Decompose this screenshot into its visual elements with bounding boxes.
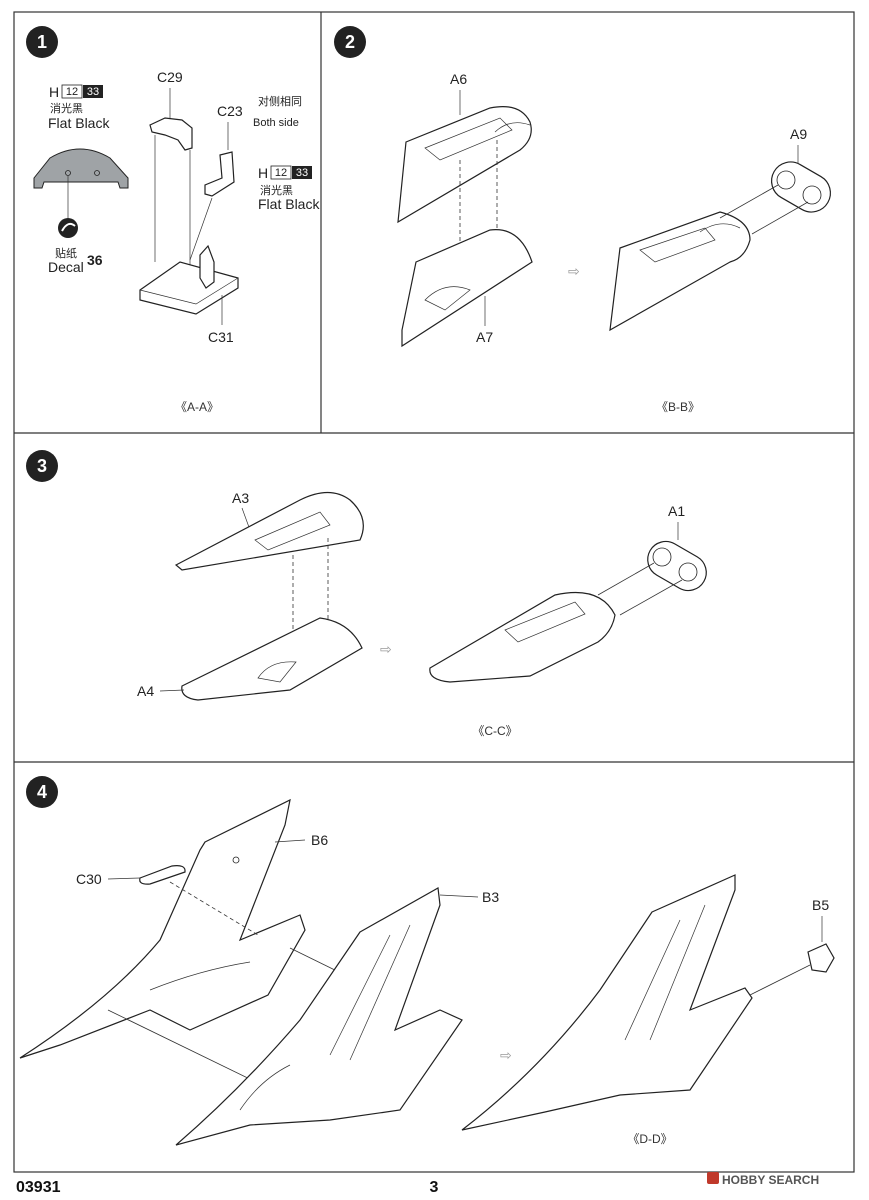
svg-text:贴纸: 贴纸: [55, 246, 77, 260]
step-1-badge: [26, 26, 58, 58]
paint-callout-seat: H 12 33 消光黑 Flat Black: [258, 165, 320, 212]
part-c29: [149, 117, 193, 151]
step-3-number: 3: [37, 456, 47, 476]
step-2-number: 2: [345, 32, 355, 52]
svg-text:C30: C30: [76, 871, 102, 887]
step-4-number: 4: [37, 782, 47, 802]
part-a7: [401, 229, 533, 348]
svg-text:A6: A6: [450, 71, 467, 87]
headrest-part: [33, 148, 129, 189]
svg-text:A3: A3: [232, 490, 249, 506]
step-1-number: 1: [37, 32, 47, 52]
watermark-logo-icon: [707, 1172, 719, 1184]
svg-text:33: 33: [87, 86, 99, 98]
flow-arrow-2: ⇨: [568, 263, 580, 279]
svg-text:A1: A1: [668, 503, 685, 519]
kit-code: 03931: [16, 1179, 61, 1196]
footer: 03931 3 HOBBY SEARCH: [16, 1172, 819, 1196]
part-a1-exhaust: [647, 540, 707, 592]
svg-text:12: 12: [66, 86, 78, 98]
watermark-text: HOBBY SEARCH: [722, 1173, 819, 1187]
step-3-panel: 3 A3 A4 ⇨ A1 《C-C》: [26, 450, 707, 738]
svg-text:B5: B5: [812, 897, 829, 913]
part-b6-fuselage: [19, 798, 306, 1059]
svg-text:Flat Black: Flat Black: [258, 196, 320, 212]
part-c30: [139, 865, 186, 885]
step-2-panel: 2 A6 A7 ⇨ A9 《B-B》: [334, 26, 831, 414]
step-1-caption: 《A-A》: [175, 400, 219, 414]
part-c23-seat: [204, 151, 235, 197]
assembly-c-c: [429, 591, 616, 683]
assembly-b-b: [609, 211, 751, 332]
part-a9-exhaust: [771, 161, 831, 213]
svg-text:B3: B3: [482, 889, 499, 905]
svg-text:C23: C23: [217, 103, 243, 119]
part-a6: [397, 106, 532, 224]
svg-text:A7: A7: [476, 329, 493, 345]
part-a4: [181, 617, 363, 701]
flow-arrow-4: ⇨: [500, 1047, 512, 1063]
svg-text:B6: B6: [311, 832, 328, 848]
svg-text:Flat Black: Flat Black: [48, 115, 110, 131]
svg-text:对侧相同: 对侧相同: [258, 94, 302, 108]
step-2-caption: 《B-B》: [656, 400, 700, 414]
svg-text:A4: A4: [137, 683, 154, 699]
page-number: 3: [430, 1179, 439, 1196]
svg-text:33: 33: [296, 167, 308, 179]
step-4-caption: 《D-D》: [627, 1132, 672, 1146]
paint-callout-top: H 12 33 消光黑 Flat Black: [48, 84, 110, 131]
svg-text:A9: A9: [790, 126, 807, 142]
svg-text:36: 36: [87, 252, 103, 268]
svg-text:H: H: [49, 84, 59, 100]
panel-frames: [13, 11, 855, 1173]
step-1-panel: 1 H 12 33 消光黑 Flat Black 贴纸 Decal 36 C29…: [26, 26, 320, 414]
svg-text:H: H: [258, 165, 268, 181]
svg-text:Decal: Decal: [48, 259, 84, 275]
step-3-caption: 《C-C》: [472, 724, 517, 738]
part-c31-floor: [139, 261, 239, 315]
svg-text:消光黑: 消光黑: [50, 101, 83, 115]
flow-arrow-3: ⇨: [380, 641, 392, 657]
svg-text:消光黑: 消光黑: [260, 183, 293, 197]
part-b3-fuselage: [175, 887, 463, 1146]
svg-text:12: 12: [275, 167, 287, 179]
svg-text:C29: C29: [157, 69, 183, 85]
assembly-d-d: [461, 874, 753, 1131]
part-b5-nozzle: [807, 943, 835, 973]
step-4-panel: 4 B6 C30 B3 ⇨ B5 《D-D》: [19, 776, 835, 1146]
part-a3: [174, 491, 364, 571]
decal-icon: [58, 218, 78, 238]
svg-text:C31: C31: [208, 329, 234, 345]
svg-text:Both side: Both side: [253, 117, 299, 129]
